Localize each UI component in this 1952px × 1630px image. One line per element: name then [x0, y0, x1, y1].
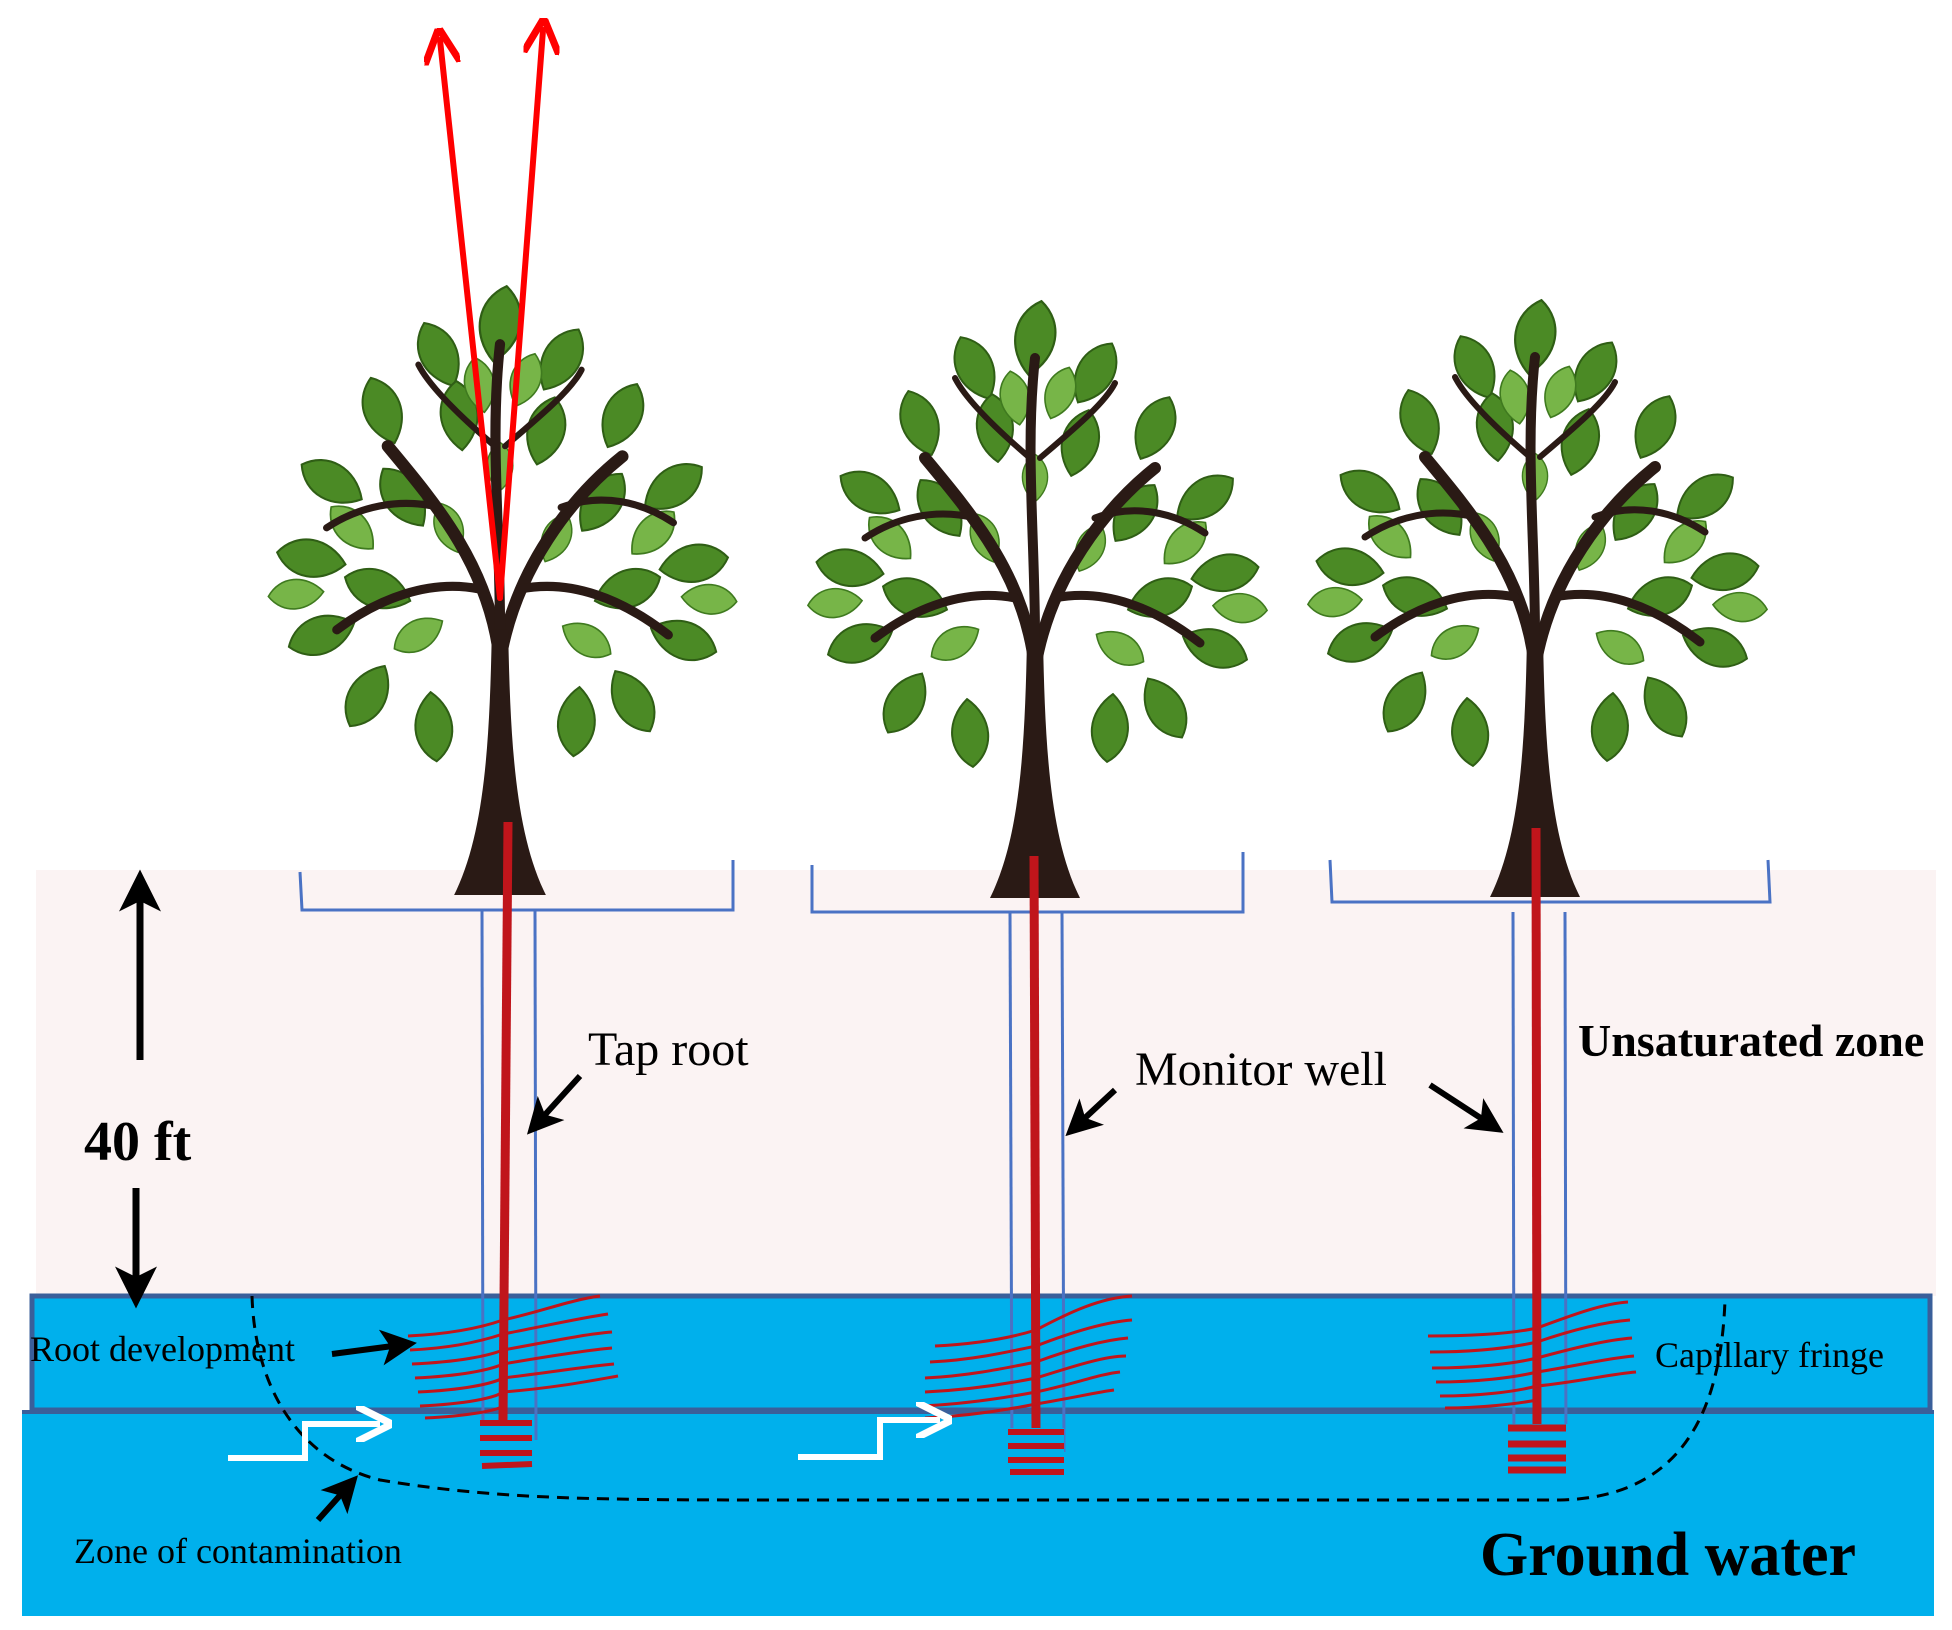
contamination-zone-boundary	[250, 1295, 1727, 1502]
tap-root-pointer-icon	[526, 1073, 583, 1135]
well-screen-left	[480, 1420, 533, 1469]
monitor-well-left	[480, 909, 538, 1441]
lateral-roots-middle	[921, 1294, 1133, 1420]
root-development-pointer-icon	[331, 1329, 417, 1366]
planting-tray-right	[1328, 859, 1772, 904]
planting-tray-left	[298, 860, 735, 912]
unsaturated-zone	[36, 870, 1936, 1296]
transpiration-arrow-icon-right	[497, 30, 543, 601]
contamination-pointer-icon	[315, 1475, 359, 1523]
zone-of-contamination-label: Zone of contamination	[74, 1531, 402, 1571]
monitor-well-pointer-right-icon	[1428, 1082, 1504, 1133]
unsaturated-zone-label: Unsaturated zone	[1578, 1015, 1925, 1066]
monitor-well-middle	[1008, 911, 1066, 1453]
lateral-roots-right	[1427, 1300, 1637, 1410]
tap-root-right	[1531, 827, 1542, 1433]
tap-root-middle	[1029, 855, 1041, 1433]
tree-icon-right	[1307, 297, 1769, 897]
flow-arrow-icon-middle	[798, 1420, 940, 1460]
root-development-label: Root development	[30, 1329, 295, 1369]
well-screen-right	[1508, 1424, 1568, 1476]
tree-icon-middle	[807, 298, 1269, 898]
monitor-well-pointer-left-icon	[1065, 1087, 1118, 1137]
tap-root-left	[498, 821, 513, 1421]
tap-root-label: Tap root	[588, 1023, 749, 1076]
lateral-roots-left	[407, 1294, 619, 1420]
ground-water-label: Ground water	[1480, 1521, 1857, 1589]
capillary-fringe-band	[29, 1293, 1933, 1413]
transpiration-arrow-icon-left	[440, 40, 503, 601]
monitor-well-label: Monitor well	[1135, 1043, 1387, 1096]
planting-tray-middle	[810, 852, 1245, 914]
well-screen-middle	[1008, 1428, 1064, 1475]
flow-arrow-icon-left	[228, 1424, 380, 1461]
capillary-fringe-label: Capillary fringe	[1655, 1335, 1884, 1375]
depth-label: 40 ft	[84, 1111, 192, 1173]
